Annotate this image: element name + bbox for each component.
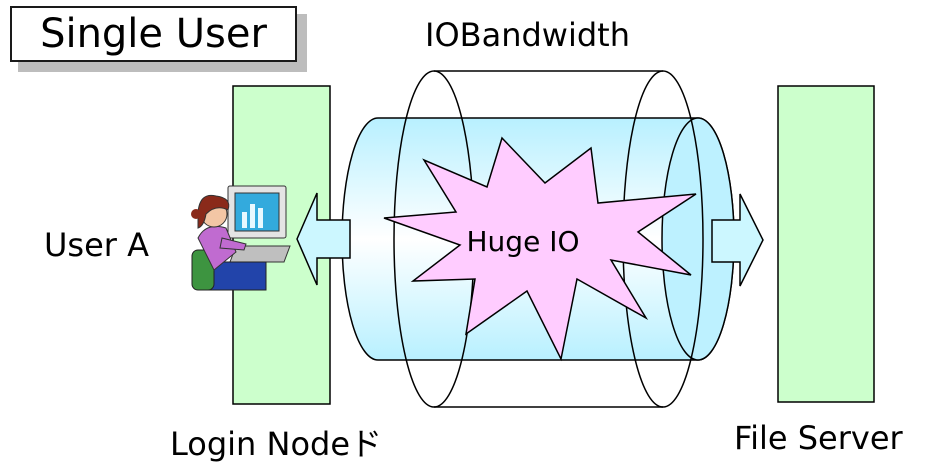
user-a-label: User A — [44, 226, 149, 264]
left-arrow — [296, 192, 351, 286]
diagram-title: Single User — [10, 6, 297, 62]
io-bandwidth-label: IOBandwidth — [425, 16, 630, 54]
burst-label: Huge IO — [467, 225, 580, 258]
right-arrow — [711, 193, 764, 287]
person-at-computer-icon — [191, 185, 291, 291]
huge-io-burst — [383, 136, 697, 362]
login-node-label: Login Nodeド — [170, 425, 383, 463]
file-server — [777, 85, 875, 403]
file-server-label: File Server — [734, 419, 903, 457]
